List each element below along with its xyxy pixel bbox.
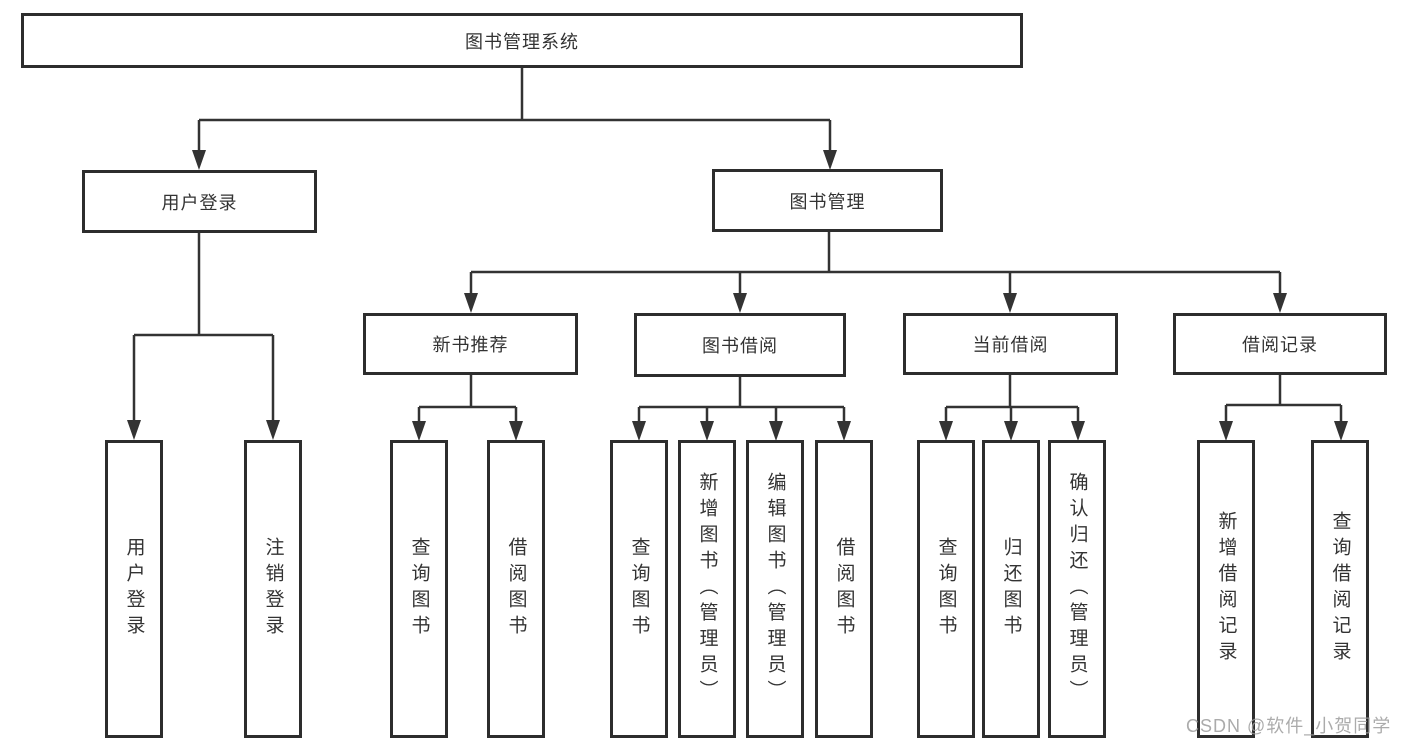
node-current-borrow: 当前借阅 [903, 313, 1118, 375]
node-new-book-recommend: 新书推荐 [363, 313, 578, 375]
leaf-label: 新增图书（管理员） [696, 472, 718, 706]
leaf-label: 查询借阅记录 [1329, 511, 1351, 667]
watermark: CSDN @软件_小贺同学 [1186, 716, 1392, 736]
leaf-query-borrow-record: 查询借阅记录 [1311, 440, 1369, 738]
leaf-query-books-3: 查询图书 [917, 440, 975, 738]
leaf-label: 归还图书 [1000, 537, 1022, 641]
leaf-query-books-2: 查询图书 [610, 440, 668, 738]
leaf-logout: 注销登录 [244, 440, 302, 738]
leaf-add-borrow-record: 新增借阅记录 [1197, 440, 1255, 738]
leaf-label: 新增借阅记录 [1215, 511, 1237, 667]
node-book-management: 图书管理 [712, 169, 943, 232]
leaf-label: 注销登录 [262, 537, 284, 641]
node-root-system: 图书管理系统 [21, 13, 1023, 68]
leaf-label: 编辑图书（管理员） [764, 472, 786, 706]
leaf-borrow-books-2: 借阅图书 [815, 440, 873, 738]
leaf-label: 借阅图书 [505, 537, 527, 641]
leaf-label: 借阅图书 [833, 537, 855, 641]
leaf-return-books: 归还图书 [982, 440, 1040, 738]
leaf-confirm-return-admin: 确认归还（管理员） [1048, 440, 1106, 738]
leaf-edit-books-admin: 编辑图书（管理员） [746, 440, 804, 738]
leaf-label: 用户登录 [123, 537, 145, 641]
leaf-borrow-books-1: 借阅图书 [487, 440, 545, 738]
node-borrow-records: 借阅记录 [1173, 313, 1387, 375]
node-user-login: 用户登录 [82, 170, 317, 233]
leaf-query-books-1: 查询图书 [390, 440, 448, 738]
leaf-label: 查询图书 [628, 537, 650, 641]
leaf-label: 确认归还（管理员） [1066, 472, 1088, 706]
leaf-label: 查询图书 [408, 537, 430, 641]
node-book-borrow: 图书借阅 [634, 313, 846, 377]
leaf-add-books-admin: 新增图书（管理员） [678, 440, 736, 738]
leaf-label: 查询图书 [935, 537, 957, 641]
leaf-user-login: 用户登录 [105, 440, 163, 738]
